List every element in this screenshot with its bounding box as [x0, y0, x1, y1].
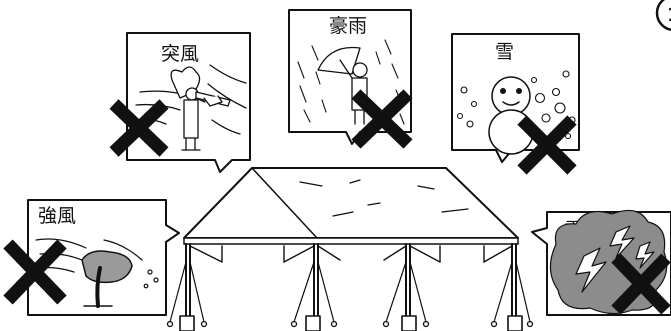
- tent-frame-top: [183, 237, 519, 245]
- tent-roof: [183, 167, 519, 239]
- prohibited-x-icon: [351, 89, 413, 149]
- prohibited-x-icon: [517, 115, 577, 175]
- warning-label-heavy-rain: 豪雨: [329, 15, 367, 37]
- warning-label-snow: 雪: [495, 41, 514, 63]
- prohibited-x-icon: [611, 253, 671, 315]
- warning-bubble-strong-wind: 強風: [3, 199, 180, 316]
- warning-bubble-snow: 雪: [451, 33, 580, 175]
- warning-bubble-sudden-gust: 突風: [109, 32, 251, 173]
- warning-label-sudden-gust: 突風: [161, 43, 199, 65]
- tent-weights: [179, 315, 523, 331]
- warning-bubble-thunder: 雷: [531, 209, 671, 316]
- prohibited-x-icon: [3, 239, 67, 305]
- corner-badge: 1: [655, 0, 671, 31]
- prohibited-x-icon: [109, 99, 169, 157]
- tree-wind-icon: [81, 250, 133, 308]
- roof-marks: [299, 179, 469, 217]
- tent-braces: [189, 245, 513, 263]
- badge-number: 1: [667, 4, 671, 26]
- tent-stakes: [166, 320, 534, 328]
- tent-guy-ropes: [169, 261, 531, 323]
- tent-legs: [185, 243, 517, 319]
- tent-illustration: [166, 167, 534, 331]
- warning-label-strong-wind: 強風: [38, 205, 76, 227]
- warning-bubble-heavy-rain: 豪雨: [288, 9, 413, 149]
- snowman-icon: [488, 76, 534, 155]
- person-umbrella-wind-icon: [135, 64, 247, 151]
